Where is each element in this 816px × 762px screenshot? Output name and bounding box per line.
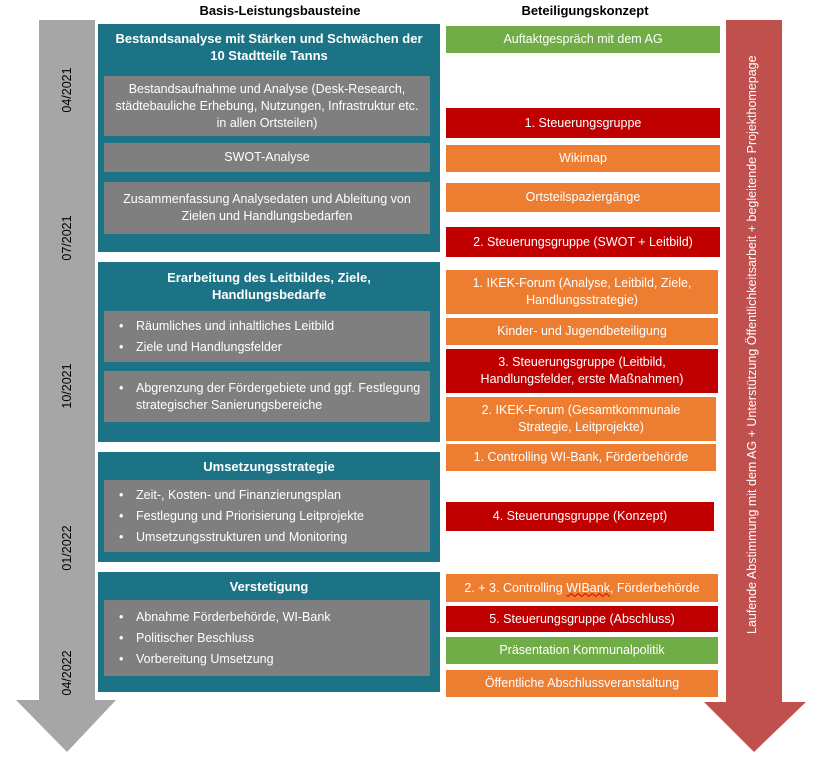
timeline-arrow-shape [16,20,116,752]
step-controlling-2-3: 2. + 3. Controlling WIBank, Förderbehörd… [446,574,718,602]
block-foerdergebiete-list: Abgrenzung der Fördergebiete und ggf. Fe… [104,371,430,422]
step-abschlussveranstaltung: Öffentliche Abschlussveranstaltung [446,670,718,697]
phase-verstetigung: Verstetigung Abnahme Förderbehörde, WI-B… [98,572,440,692]
date-label-04-2022: 04/2022 [60,650,74,696]
block-verstetigung-list: Abnahme Förderbehörde, WI-Bank Politisch… [104,600,430,676]
step-wikimap: Wikimap [446,145,720,172]
side-arrow-shape [704,20,806,752]
list-item: Abnahme Förderbehörde, WI-Bank [119,607,331,628]
block-bestandsaufnahme: Bestandsaufnahme und Analyse (Desk-Resea… [104,76,430,136]
step-controlling-1: 1. Controlling WI-Bank, Förderbehörde [446,444,716,471]
block-swot-analyse: SWOT-Analyse [104,143,430,172]
step-steuerungsgruppe-2: 2. Steuerungsgruppe (SWOT + Leitbild) [446,227,720,257]
step-label-wibank: WIBank [566,580,610,595]
list-item: Räumliches und inhaltliches Leitbild [119,316,334,337]
step-label-suffix: , Förderbehörde [609,580,700,595]
step-ortsteilspaziergaenge: Ortsteilspaziergänge [446,183,720,212]
step-praesentation-kommunalpolitik: Präsentation Kommunalpolitik [446,637,718,664]
list-item: Zeit-, Kosten- und Finanzierungsplan [119,485,364,506]
date-label-04-2021: 04/2021 [60,67,74,113]
list-item: Umsetzungsstrukturen und Monitoring [119,527,364,548]
date-label-10-2021: 10/2021 [60,363,74,409]
header-basis: Basis-Leistungsbausteine [199,3,361,18]
step-auftaktgespraech: Auftaktgespräch mit dem AG [446,26,720,53]
list-item: Abgrenzung der Fördergebiete und ggf. Fe… [119,380,430,414]
block-zusammenfassung: Zusammenfassung Analysedaten und Ableitu… [104,182,430,234]
step-steuerungsgruppe-3: 3. Steuerungsgruppe (Leitbild, Handlungs… [446,349,718,393]
date-label-01-2022: 01/2022 [60,525,74,571]
side-arrow [704,20,806,752]
list-item: Ziele und Handlungsfelder [119,337,334,358]
step-ikek-forum-1: 1. IKEK-Forum (Analyse, Leitbild, Ziele,… [446,270,718,314]
timeline-arrow [16,20,116,752]
list-item: Vorbereitung Umsetzung [119,649,331,670]
step-steuerungsgruppe-1: 1. Steuerungsgruppe [446,108,720,138]
list-item: Festlegung und Priorisierung Leitprojekt… [119,506,364,527]
phase-title: Erarbeitung des Leitbildes, Ziele, Handl… [167,270,371,302]
step-steuerungsgruppe-5: 5. Steuerungsgruppe (Abschluss) [446,606,718,632]
header-beteiligung: Beteiligungskonzept [521,3,649,18]
step-steuerungsgruppe-4: 4. Steuerungsgruppe (Konzept) [446,502,714,531]
step-label-prefix: 2. + 3. Controlling [464,580,567,595]
step-kinder-jugend: Kinder- und Jugendbeteiligung [446,318,718,345]
phase-umsetzungsstrategie: Umsetzungsstrategie Zeit-, Kosten- und F… [98,452,440,562]
date-label-07-2021: 07/2021 [60,215,74,261]
phase-title: Umsetzungsstrategie [203,459,335,474]
step-ikek-forum-2: 2. IKEK-Forum (Gesamtkommunale Strategie… [446,397,716,441]
block-leitbild-list: Räumliches und inhaltliches Leitbild Zie… [104,311,430,362]
phase-bestandsanalyse: Bestandsanalyse mit Stärken und Schwäche… [98,24,440,252]
list-item: Politischer Beschluss [119,628,331,649]
phase-leitbild: Erarbeitung des Leitbildes, Ziele, Handl… [98,262,440,442]
block-umsetzung-list: Zeit-, Kosten- und Finanzierungsplan Fes… [104,480,430,552]
phase-title: Bestandsanalyse mit Stärken und Schwäche… [115,31,423,63]
side-arrow-label: Laufende Abstimmung mit dem AG + Unterst… [745,55,759,634]
phase-title: Verstetigung [229,579,309,594]
